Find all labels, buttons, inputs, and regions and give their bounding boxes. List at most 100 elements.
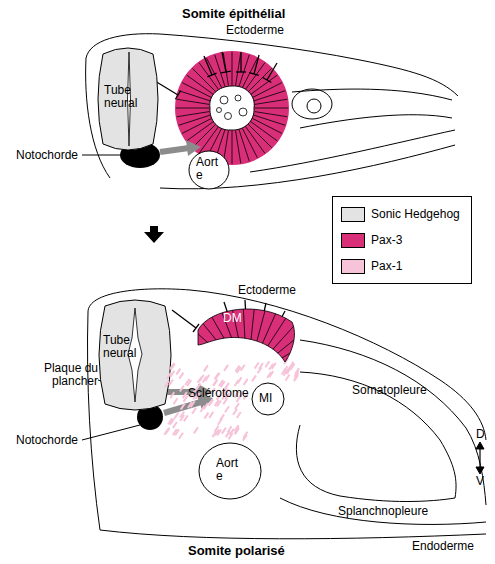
sclerotome-cell <box>170 363 174 369</box>
sclerotome-cell <box>237 377 241 383</box>
sclerotome-cell <box>173 429 177 435</box>
inhibition-line <box>267 63 277 80</box>
sclerotome-cell <box>286 375 290 381</box>
cell-wall <box>259 296 283 351</box>
sclerotome-cell <box>204 403 208 409</box>
sclerotome-cell <box>213 380 217 386</box>
cell-wall <box>239 130 249 161</box>
sclerotome-cell <box>209 412 213 418</box>
legend-text: Pax-1 <box>371 259 402 273</box>
panel-heading: Somite polarisé <box>188 544 285 557</box>
signal-arrow <box>160 148 189 152</box>
sclerotome-cell <box>235 366 239 372</box>
legend-box: Sonic HedgehogPax-3Pax-1 <box>332 196 472 284</box>
cell-wall <box>232 52 233 85</box>
sclerotome-cell <box>216 373 220 379</box>
sclerotome-cell <box>194 427 198 433</box>
sclerotome-cell <box>272 363 276 369</box>
sclerotome-cell <box>269 371 273 377</box>
cell-wall <box>192 68 215 91</box>
cell <box>239 108 247 116</box>
sclerotome-cell <box>218 419 222 425</box>
sclerotome-cell <box>291 364 295 370</box>
cell-wall <box>242 128 257 157</box>
cell-wall <box>187 75 214 94</box>
somatopleure-line <box>300 340 486 505</box>
cell-wall <box>250 288 256 348</box>
sclerotome-cell <box>169 380 173 386</box>
part-label: Notochorde <box>16 434 78 447</box>
node-label: Sclérotome <box>188 387 249 400</box>
arrow-head <box>476 442 484 449</box>
cell-wall <box>275 346 331 368</box>
sclerotome-cell <box>255 362 259 368</box>
sclerotome-cell <box>282 369 286 375</box>
sclerotome-cell <box>235 403 239 409</box>
body-outline <box>160 145 455 189</box>
legend-swatch <box>341 233 365 248</box>
sclerotome-cell <box>179 373 183 379</box>
cell-wall <box>199 127 218 154</box>
cell-wall <box>242 288 245 348</box>
sclerotome-cell <box>294 375 298 381</box>
inhibition-line <box>254 55 259 74</box>
part-label: Ectoderme <box>238 284 296 297</box>
dermomyotome-cells <box>160 288 335 372</box>
node-shape <box>195 300 295 365</box>
sclerotome-cells <box>164 363 247 440</box>
inhibition-bar <box>221 71 231 73</box>
splanchnopleure-line <box>296 425 455 502</box>
sclerotome-cell <box>180 385 184 391</box>
cell-wall <box>182 118 211 133</box>
cell <box>217 108 222 113</box>
cell-wall <box>236 53 241 86</box>
somite-cells <box>176 52 288 164</box>
node-label: Aort e <box>216 457 246 483</box>
part-label: Somatopleure <box>352 384 427 397</box>
cell-wall <box>252 83 281 98</box>
sclerotome-cell <box>226 431 230 437</box>
cell-wall <box>255 108 288 109</box>
sclerotome-cell <box>187 380 191 386</box>
node-label: DM <box>223 312 242 325</box>
cell <box>235 95 241 101</box>
cell-wall <box>270 321 317 359</box>
sclerotome-cell <box>181 404 185 410</box>
sclerotome-cell <box>170 371 174 377</box>
sclerotome-cell <box>179 433 183 439</box>
arrow-head <box>476 467 484 474</box>
sclerotome-cell <box>171 364 175 370</box>
neural-tube-outline <box>99 300 171 410</box>
sclerotome-cell <box>233 409 237 415</box>
sclerotome-cell <box>165 381 169 387</box>
legend-swatch <box>341 259 365 274</box>
cell-wall <box>177 112 210 117</box>
axis-line <box>479 446 480 470</box>
sclerotome-cell <box>252 375 256 381</box>
sclerotome-cell <box>244 379 248 385</box>
body-outline <box>88 312 101 530</box>
sclerotome-cell <box>173 422 177 428</box>
tissue-outlines <box>86 34 486 539</box>
sclerotome-cell <box>265 361 269 367</box>
legend-swatch <box>341 207 365 222</box>
inhibition-bar <box>249 73 259 76</box>
sclerotome-cell <box>222 428 226 434</box>
part-label: Endoderme <box>412 540 474 553</box>
cell-wall <box>207 58 222 87</box>
cell-wall <box>179 115 210 125</box>
cell-wall <box>255 112 288 117</box>
cell <box>225 113 232 120</box>
node-shape <box>198 442 262 500</box>
sclerotome-cell <box>170 419 174 425</box>
node-tube1: Tube neural <box>95 44 161 154</box>
cell-wall <box>236 131 241 164</box>
part-label: Plaque du plancher <box>28 362 98 388</box>
inhibition-line <box>222 52 226 72</box>
vessel-outline <box>252 383 284 415</box>
inhibition-bar <box>236 71 246 72</box>
sclerotome-cell <box>212 431 216 437</box>
somitocoele <box>210 86 254 130</box>
signal-arrow <box>164 402 201 413</box>
